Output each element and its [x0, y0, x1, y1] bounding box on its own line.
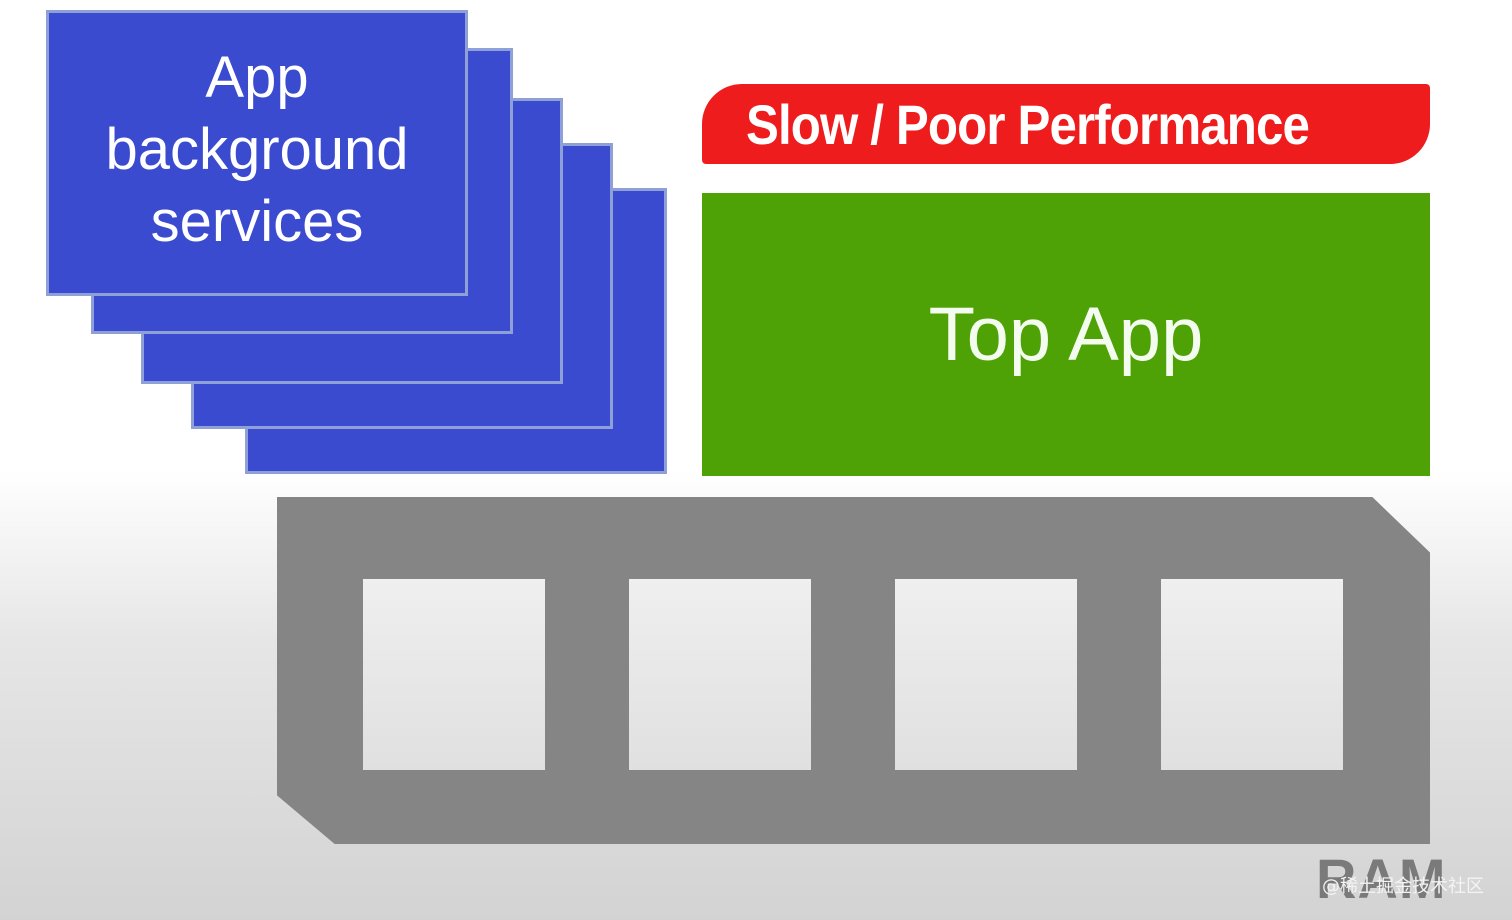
ram-chip: [277, 497, 1430, 844]
top-app-box: Top App: [702, 193, 1430, 476]
ram-cell: [895, 579, 1077, 770]
ram-label: RAM: [1316, 847, 1447, 910]
watermark-text: @稀土掘金技术社区: [1322, 876, 1484, 897]
performance-banner: Slow / Poor Performance: [702, 84, 1430, 164]
ram-cell: [363, 579, 545, 770]
top-app-label: Top App: [928, 292, 1204, 377]
background-services-line: background: [105, 117, 409, 182]
background-services-line: services: [150, 189, 364, 254]
ram-cell: [1161, 579, 1343, 770]
background-service-card-front: App background services: [46, 10, 468, 296]
background-services-line: App: [205, 45, 309, 110]
background-services-label: App background services: [105, 42, 408, 258]
ram-cell: [629, 579, 811, 770]
performance-banner-text: Slow / Poor Performance: [746, 92, 1310, 156]
